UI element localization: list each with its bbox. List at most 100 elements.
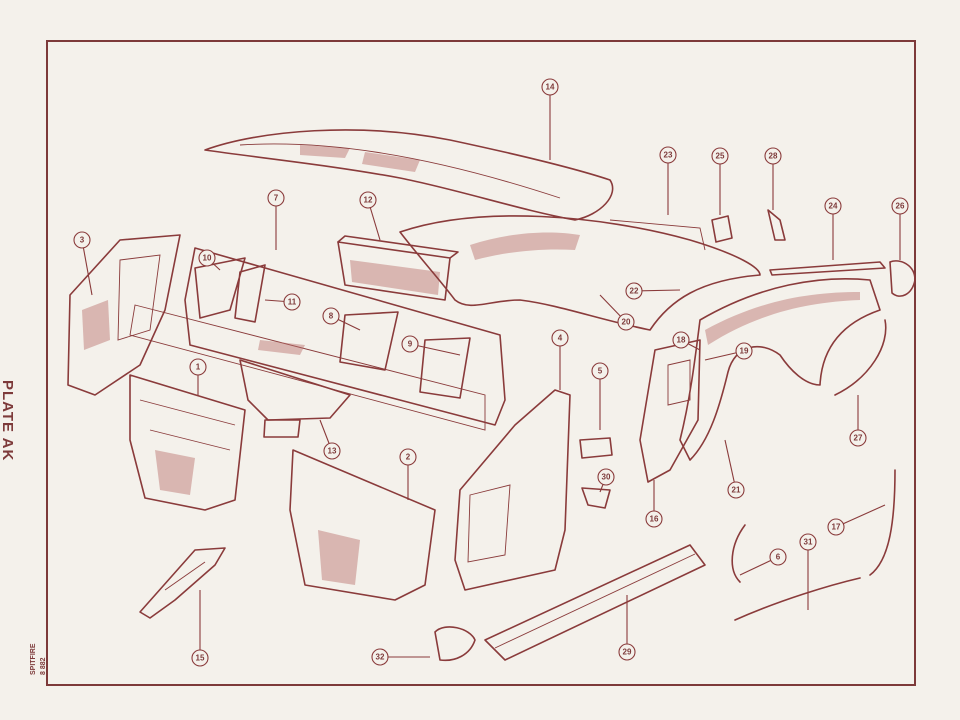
part-trough xyxy=(239,359,351,438)
callout-bubble xyxy=(659,146,677,164)
callout-bubble xyxy=(73,231,91,249)
callout-bubble xyxy=(359,191,377,209)
part-bulkhead xyxy=(129,247,506,431)
part-footwell-left xyxy=(129,374,246,511)
callout-number: 10 xyxy=(203,254,212,263)
part-door-pillar xyxy=(454,389,571,591)
callout-24: 24 xyxy=(824,197,842,260)
callout-bubble xyxy=(891,197,909,215)
callout-21: 21 xyxy=(724,439,745,499)
callout-number: 28 xyxy=(769,152,778,161)
callout-number: 29 xyxy=(623,648,632,657)
part-side-panel-left xyxy=(67,234,181,396)
callout-19: 19 xyxy=(704,342,753,361)
callout-number: 9 xyxy=(408,340,413,349)
callout-18: 18 xyxy=(672,331,701,351)
callout-4: 4 xyxy=(551,329,569,390)
callout-number: 7 xyxy=(274,194,279,203)
part-inner-wing-panel xyxy=(639,339,701,483)
callout-bubble xyxy=(645,510,663,528)
callout-number: 26 xyxy=(896,202,905,211)
callout-20: 20 xyxy=(599,294,635,331)
callout-number: 27 xyxy=(854,434,863,443)
callout-number: 1 xyxy=(196,363,201,372)
callout-bubble xyxy=(618,643,636,661)
callout-bubble xyxy=(189,358,207,376)
part-bracket xyxy=(139,547,226,619)
callout-10: 10 xyxy=(198,249,221,271)
callout-bubble xyxy=(672,331,690,349)
callout-bubble xyxy=(824,197,842,215)
callout-bubble xyxy=(551,329,569,347)
callout-bubble xyxy=(625,282,643,300)
callout-number: 22 xyxy=(630,287,639,296)
callout-15: 15 xyxy=(191,590,209,667)
callout-bubble xyxy=(401,335,419,353)
plate-frame xyxy=(46,40,916,686)
callout-number: 30 xyxy=(602,473,611,482)
callout-leader xyxy=(835,504,886,528)
callout-31: 31 xyxy=(799,533,817,610)
callout-bubble xyxy=(727,481,745,499)
callout-number: 5 xyxy=(598,367,603,376)
part-sill xyxy=(484,544,706,661)
callout-bubble xyxy=(799,533,817,551)
callout-number: 25 xyxy=(716,152,725,161)
part-dash-top-panel xyxy=(204,129,614,221)
callout-27: 27 xyxy=(849,395,867,447)
part-small-brackets xyxy=(434,209,916,662)
callout-number: 17 xyxy=(832,523,841,532)
callout-bubble xyxy=(198,249,216,267)
part-scuttle xyxy=(399,215,761,331)
callout-bubble xyxy=(617,313,635,331)
callout-16: 16 xyxy=(645,480,663,528)
callout-bubble xyxy=(735,342,753,360)
callout-32: 32 xyxy=(371,648,430,666)
callout-bubble xyxy=(322,307,340,325)
callout-number: 2 xyxy=(406,453,411,462)
callout-bubble xyxy=(597,468,615,486)
callout-5: 5 xyxy=(591,362,609,430)
callout-number: 11 xyxy=(288,298,297,307)
callout-25: 25 xyxy=(711,147,729,215)
callout-3: 3 xyxy=(73,231,93,296)
callout-number: 20 xyxy=(622,318,631,327)
callout-2: 2 xyxy=(399,448,417,500)
callout-1: 1 xyxy=(189,358,207,395)
callout-14: 14 xyxy=(541,78,559,160)
callout-22: 22 xyxy=(625,282,681,300)
callout-bubble xyxy=(191,649,209,667)
callout-bubble xyxy=(371,648,389,666)
callout-layer: 1234567891011121314151617181920212223242… xyxy=(73,78,909,667)
callout-6: 6 xyxy=(739,548,787,576)
callout-28: 28 xyxy=(764,147,782,210)
part-footwell-right xyxy=(289,449,436,601)
callout-number: 31 xyxy=(804,538,813,547)
callout-bubble xyxy=(399,448,417,466)
callout-bubble xyxy=(591,362,609,380)
callout-bubble xyxy=(283,293,301,311)
callout-bubble xyxy=(769,548,787,566)
callout-17: 17 xyxy=(827,504,886,536)
callout-number: 13 xyxy=(328,447,337,456)
callout-number: 12 xyxy=(364,196,373,205)
callout-number: 24 xyxy=(829,202,838,211)
callout-9: 9 xyxy=(401,335,461,356)
callout-number: 15 xyxy=(196,654,205,663)
callout-number: 3 xyxy=(80,236,85,245)
callout-bubble xyxy=(827,518,845,536)
part-glovebox xyxy=(337,235,459,301)
callout-number: 18 xyxy=(677,336,686,345)
callout-7: 7 xyxy=(267,189,285,250)
callout-number: 6 xyxy=(776,553,781,562)
callout-number: 19 xyxy=(740,347,749,356)
callout-bubble xyxy=(267,189,285,207)
callout-number: 16 xyxy=(650,515,659,524)
callout-number: 14 xyxy=(546,83,555,92)
callout-bubble xyxy=(849,429,867,447)
callout-13: 13 xyxy=(319,419,341,460)
callout-bubble xyxy=(323,442,341,460)
callout-11: 11 xyxy=(264,293,301,311)
